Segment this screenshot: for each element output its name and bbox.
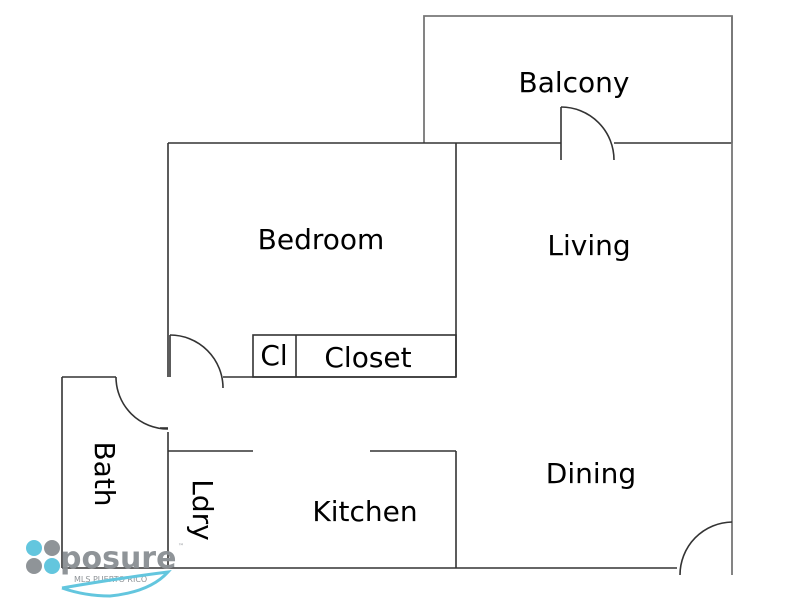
room-label-living: Living	[547, 229, 630, 262]
walls	[61, 16, 733, 575]
logo-brand: posure	[60, 541, 176, 576]
logo-x-icon	[26, 540, 60, 574]
room-label-balcony: Balcony	[519, 66, 630, 99]
logo-wave	[61, 570, 172, 598]
room-label-kitchen: Kitchen	[312, 495, 417, 528]
room-label-cl: Cl	[260, 339, 287, 372]
bedroom-door	[169, 334, 224, 389]
room-label-dining: Dining	[546, 457, 636, 490]
logo-tm: ™	[178, 543, 184, 550]
room-label-bedroom: Bedroom	[258, 223, 385, 256]
room-label-bath: Bath	[88, 441, 121, 506]
entry-door	[679, 521, 733, 576]
bath-door	[115, 376, 169, 430]
closet-walls	[252, 334, 457, 378]
xposure-logo: posure ™ MLS PUERTO RICO	[26, 540, 184, 598]
room-label-closet: Closet	[324, 341, 411, 374]
balcony-door	[560, 106, 615, 161]
room-label-laundry: Ldry	[186, 479, 219, 540]
